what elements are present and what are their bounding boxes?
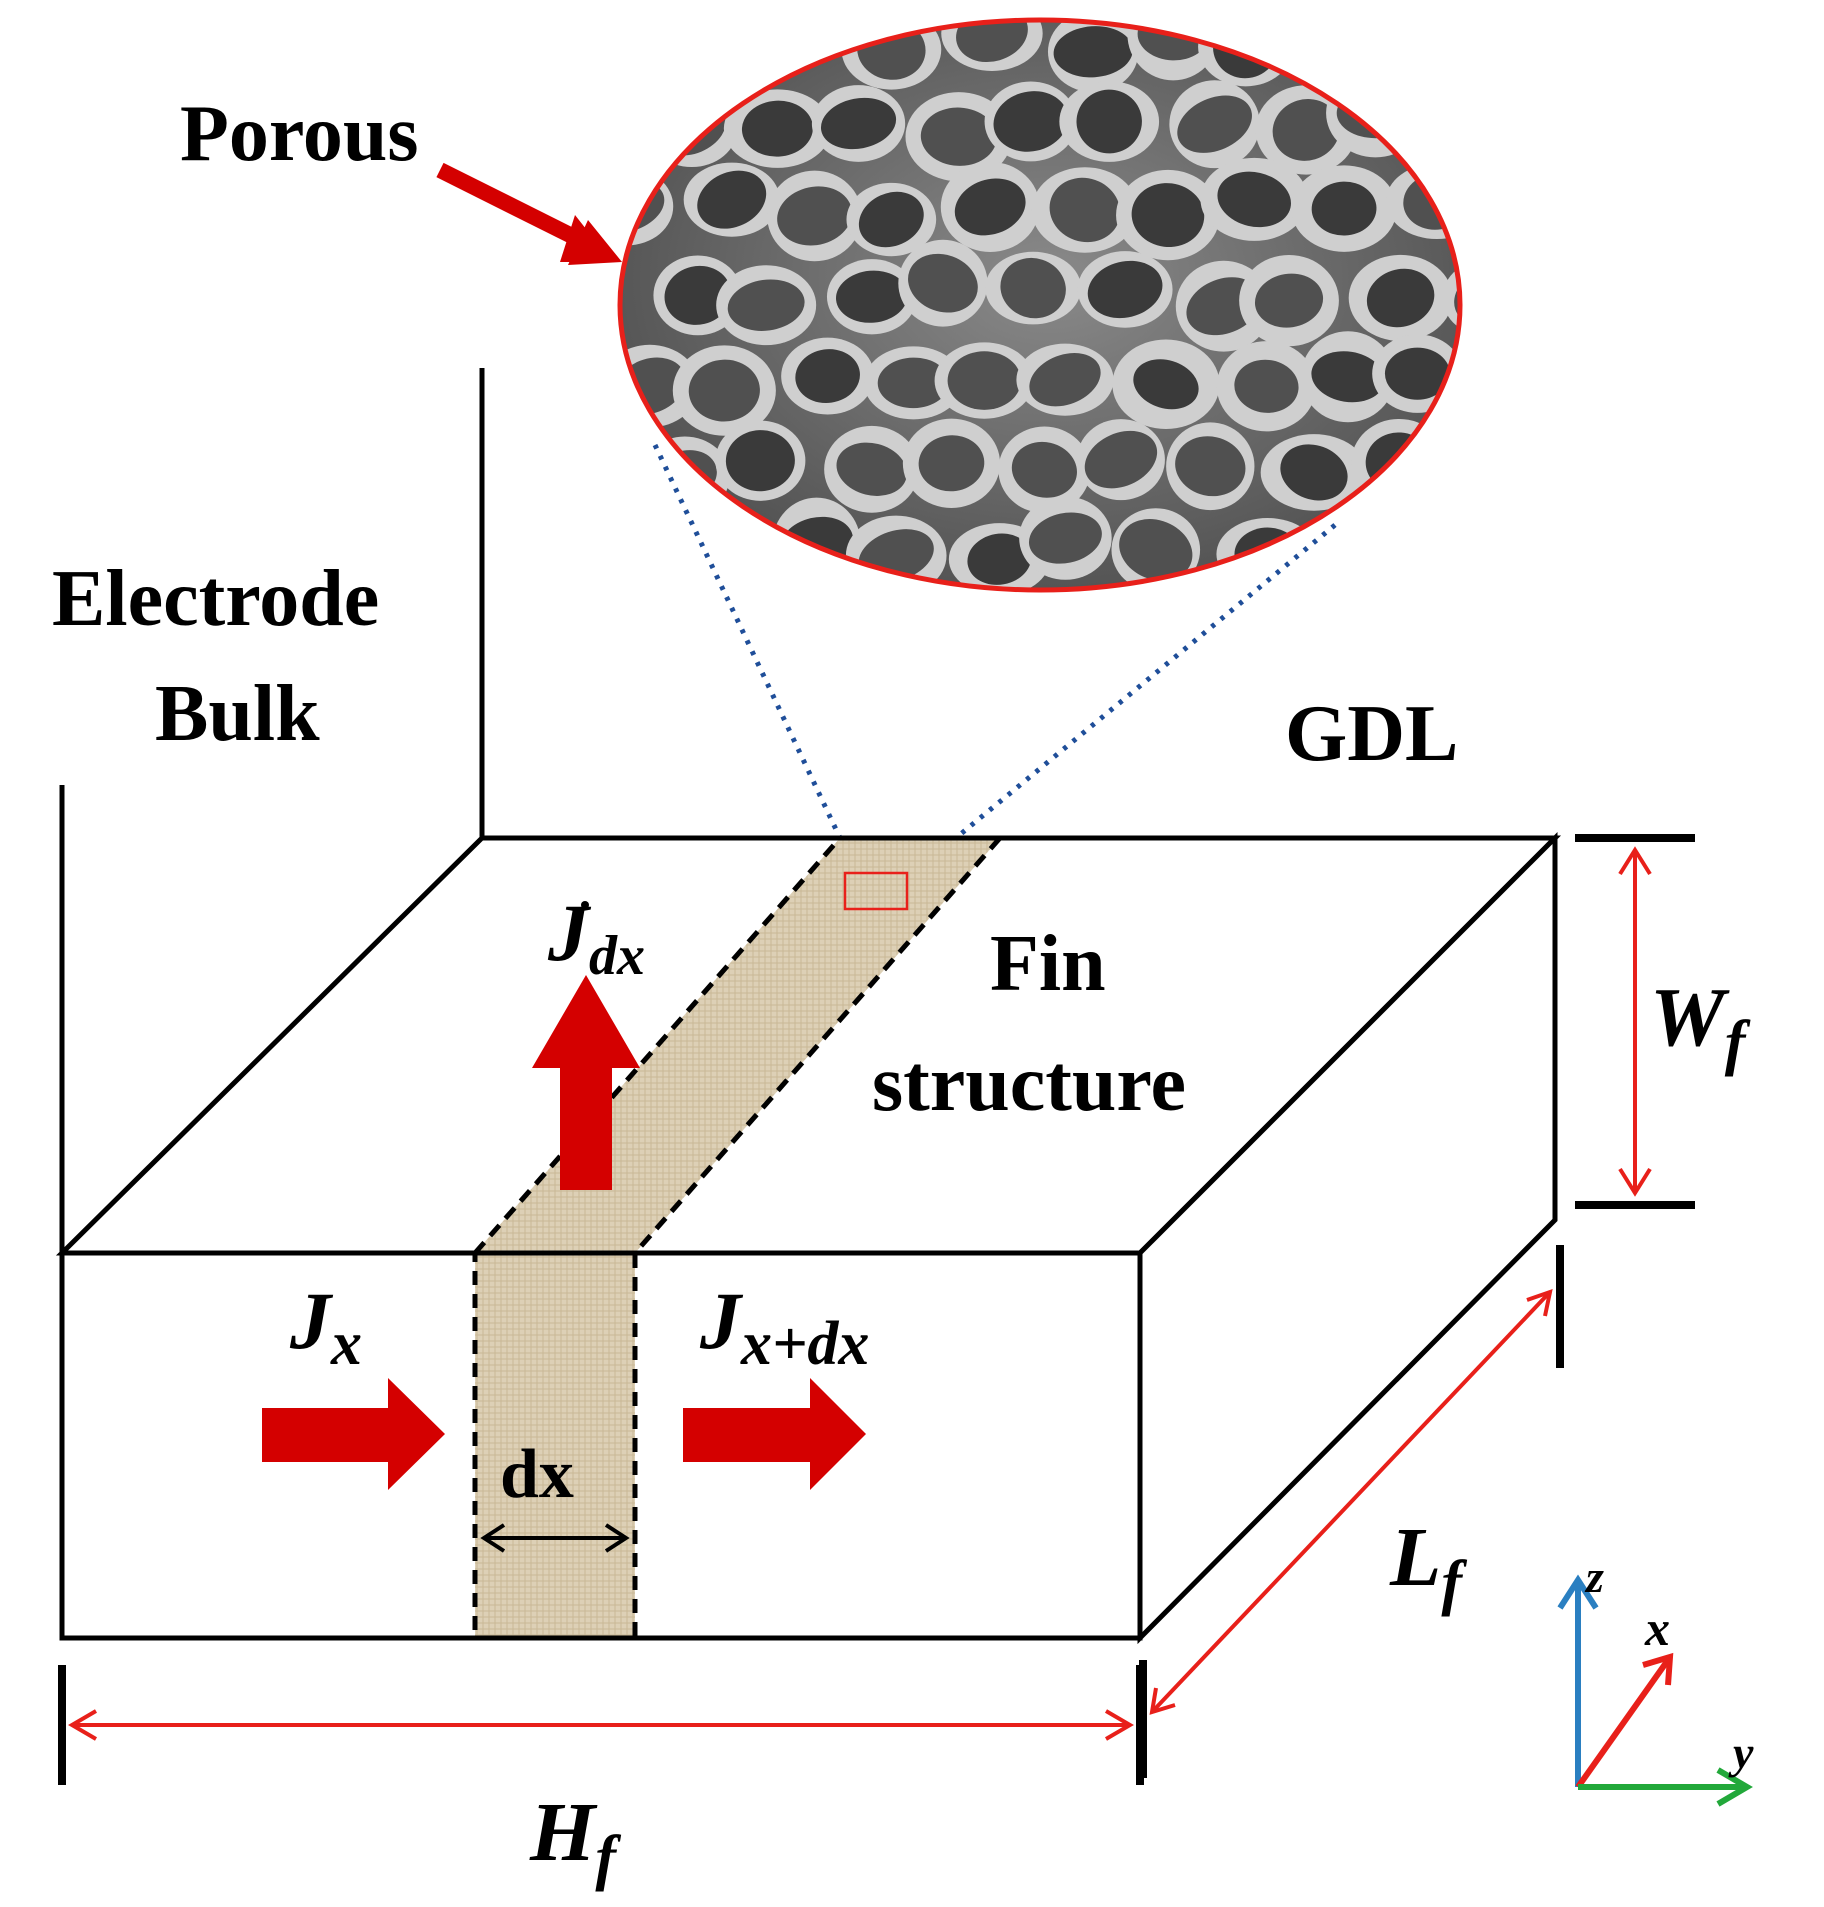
- coordinate-axes: [1557, 1574, 1753, 1807]
- foam-pore: [1000, 257, 1066, 319]
- foam-pore: [877, 357, 950, 409]
- wf-dimension: [1575, 834, 1695, 1209]
- jdx-flux-arrow: [532, 975, 640, 1190]
- foam-pore: [1177, 95, 1252, 153]
- lf-symbol: Lf: [1389, 1511, 1467, 1617]
- jx-symbol: Jx: [289, 1275, 362, 1378]
- hf-symbol: Hf: [529, 1786, 621, 1892]
- foam-pore: [1234, 359, 1299, 413]
- foam-pore: [795, 349, 860, 404]
- foam-pore: [1049, 177, 1121, 243]
- foam-pore: [920, 107, 997, 166]
- foam-pore: [820, 97, 897, 150]
- foam-pore: [967, 533, 1032, 585]
- foam-pore: [727, 279, 805, 331]
- foam-pore: [1084, 430, 1158, 489]
- foam-pore: [1087, 260, 1163, 319]
- foam-pore: [954, 178, 1026, 236]
- foam-pore: [1131, 183, 1205, 248]
- dx-dimension-arrow: [480, 1523, 630, 1553]
- foam-pore: [664, 265, 732, 325]
- foam-pore: [993, 91, 1068, 152]
- dx-slice-front: [472, 1250, 638, 1641]
- foam-pore: [836, 442, 907, 496]
- foam-pore: [918, 435, 985, 492]
- foam-pore: [908, 253, 978, 313]
- zoom-region-marker: [843, 871, 909, 911]
- foam-pore: [1028, 512, 1102, 564]
- wf-symbol: Wf: [1650, 971, 1751, 1077]
- foam-pore: [1053, 26, 1133, 78]
- gdl-label: GDL: [1285, 690, 1458, 778]
- foam-pore: [777, 186, 852, 246]
- foam-pore: [1311, 181, 1377, 236]
- axis-z-label: z: [1584, 1551, 1604, 1602]
- jxdx-flux-arrow: [683, 1378, 866, 1490]
- foam-pore: [1133, 359, 1199, 410]
- foam-pore: [1311, 351, 1385, 403]
- foam-pore: [956, 20, 1028, 63]
- axis-x-label: x: [1644, 1600, 1670, 1656]
- foam-pore: [1029, 353, 1101, 407]
- foam-pore: [1272, 99, 1340, 161]
- fin-label-line1: Fin: [990, 920, 1106, 1008]
- electrode-label-line1: Electrode: [52, 555, 379, 643]
- jx-flux-arrow: [262, 1378, 445, 1490]
- foam-pore: [1217, 171, 1291, 228]
- foam-pore: [741, 100, 813, 157]
- porous-foam-micrograph-icon: [620, 20, 1460, 590]
- foam-strut: [1351, 418, 1447, 507]
- fin-label-line2: structure: [872, 1040, 1186, 1128]
- foam-pore: [1175, 436, 1246, 497]
- axis-y-label: y: [1728, 1727, 1754, 1778]
- foam-pore: [697, 170, 767, 229]
- porous-label: Porous: [180, 90, 419, 178]
- jxdx-symbol: Jx+dx: [699, 1275, 869, 1378]
- hf-dimension: [58, 1665, 1144, 1785]
- foam-pore: [1076, 89, 1142, 154]
- foam-pore: [725, 430, 795, 492]
- jdx-symbol: Jdx: [547, 887, 645, 987]
- foam-pore: [1254, 273, 1324, 328]
- foam-pore: [1366, 268, 1435, 328]
- foam-pore: [1011, 441, 1077, 498]
- foam-pore: [858, 191, 924, 248]
- dx-label: dx: [500, 1436, 574, 1513]
- foam-pore: [836, 270, 908, 323]
- foam-pore: [1280, 444, 1348, 501]
- porous-micrograph: [617, 17, 1463, 593]
- electrode-label-line2: Bulk: [155, 670, 320, 758]
- foam-pore: [947, 351, 1021, 410]
- zoom-line-left: [652, 443, 843, 840]
- foam-pore: [1384, 347, 1450, 400]
- foam-pore: [688, 359, 760, 422]
- zoom-line-right: [903, 523, 1337, 882]
- foam-pore: [1119, 519, 1193, 581]
